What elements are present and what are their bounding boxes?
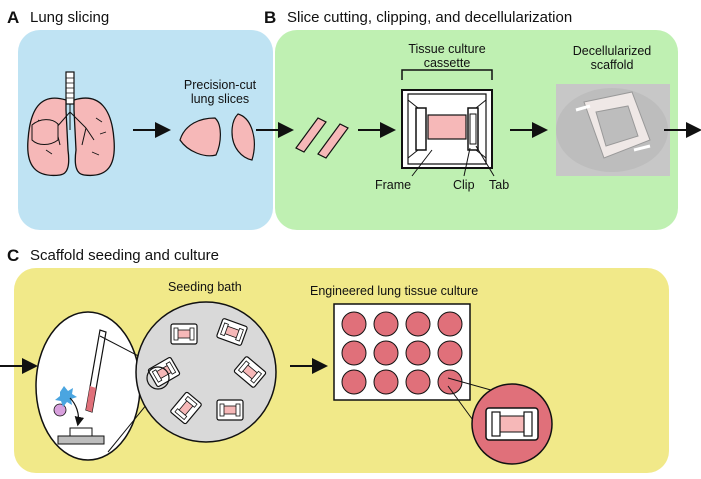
- well: [405, 340, 431, 366]
- seeding-bath-label: Seeding bath: [168, 280, 242, 294]
- panel-c-title: Scaffold seeding and culture: [30, 247, 220, 264]
- zoomed-well: [471, 383, 553, 465]
- well: [373, 311, 399, 337]
- cassette-diagram: [401, 69, 495, 177]
- well: [341, 340, 367, 366]
- well: [405, 311, 431, 337]
- well-plate: [333, 303, 471, 401]
- well: [341, 311, 367, 337]
- plate-label: Engineered lung tissue culture: [310, 284, 479, 298]
- scaffold-label-line2: scaffold: [590, 58, 634, 72]
- well: [405, 369, 431, 395]
- panel-c-letter: C: [7, 246, 20, 265]
- panel-a-title: Lung slicing: [30, 9, 110, 26]
- scaffold-label-line1: Decellularized: [572, 44, 652, 58]
- panel-b-title: Slice cutting, clipping, and decellulari…: [287, 9, 573, 26]
- panel-b-letter: B: [264, 8, 277, 27]
- cassette-label: Tissue culture cassette: [392, 42, 502, 70]
- clip-label: Clip: [453, 178, 475, 192]
- cut-strips: [295, 117, 349, 159]
- cassette-label-line1: Tissue culture: [408, 42, 486, 56]
- well: [341, 369, 367, 395]
- cassette-label-line2: cassette: [423, 56, 471, 70]
- well: [437, 340, 463, 366]
- slices-label-line1: Precision-cut: [183, 78, 257, 92]
- well: [437, 311, 463, 337]
- tab-label: Tab: [489, 178, 510, 192]
- seeding-detail-ellipse: [35, 311, 141, 461]
- lung-slices-shapes: [179, 113, 255, 161]
- panel-a-letter: A: [7, 8, 20, 27]
- well: [437, 369, 463, 395]
- scaffold-label: Decellularized scaffold: [552, 44, 672, 72]
- zoom-line-plate-upper: [447, 377, 499, 393]
- well: [373, 369, 399, 395]
- well: [373, 340, 399, 366]
- seeding-bath: [135, 301, 277, 443]
- slices-label-line2: lung slices: [190, 92, 250, 106]
- lungs-illustration: [27, 71, 115, 177]
- slices-label: Precision-cut lung slices: [165, 78, 275, 106]
- frame-label: Frame: [375, 178, 412, 192]
- scaffold-photo: [556, 84, 670, 176]
